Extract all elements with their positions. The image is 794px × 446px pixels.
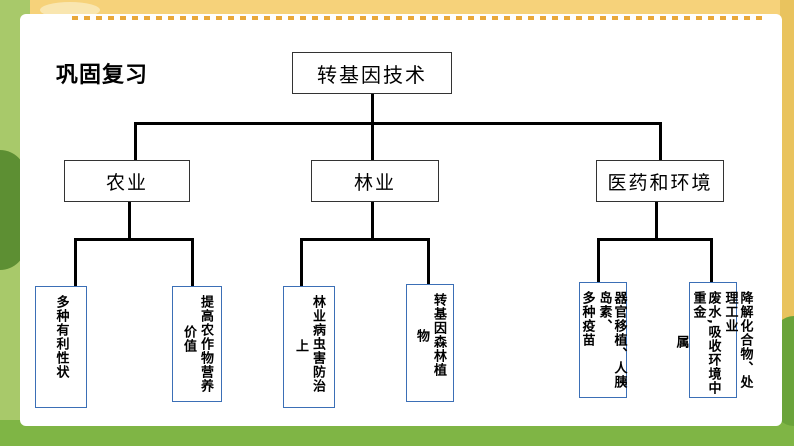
connector-to-agriculture <box>134 122 137 162</box>
leaf-text-line: 物 <box>414 329 429 343</box>
leaf-text-line: 器官移植、人胰岛素、 <box>596 291 627 389</box>
leaf-text-line: 废水,吸收环境中重金 <box>690 291 721 395</box>
branch-node-agriculture: 农业 <box>64 160 190 202</box>
connector-med-leaf-2 <box>710 238 713 284</box>
connector-root-down <box>371 92 374 124</box>
leaf-agriculture-1: 多种有利性状 <box>35 286 87 408</box>
branch-node-medicine-environment: 医药和环境 <box>596 160 724 202</box>
connector-agriculture-horizontal <box>74 238 194 241</box>
connector-medicine-down <box>655 200 658 240</box>
connector-forest-leaf-2 <box>427 238 430 288</box>
connector-to-medicine <box>659 122 662 160</box>
connector-agri-leaf-1 <box>74 238 77 288</box>
connector-forestry-horizontal <box>300 238 430 241</box>
leaf-text-line: 属 <box>673 335 689 349</box>
leaf-text-line: 降解化合物、处理工业 <box>722 291 753 389</box>
connector-med-leaf-1 <box>597 238 600 284</box>
leaf-text-line: 上 <box>293 339 308 353</box>
connector-to-forestry <box>371 122 374 160</box>
leaf-text-line: 价值 <box>181 325 196 353</box>
leaf-text-line: 多种有利性状 <box>53 295 69 379</box>
slide-title: 巩固复习 <box>56 63 149 88</box>
branch-node-forestry: 林业 <box>311 160 439 202</box>
leaf-text-line: 多种疫苗 <box>579 291 595 347</box>
connector-agriculture-down <box>128 200 131 240</box>
connector-agri-leaf-2 <box>191 238 194 288</box>
leaf-forestry-1: 林业病虫害防治 上 <box>283 286 335 408</box>
leaf-text-line: 转基因森林植 <box>431 293 446 377</box>
leaf-medicine-1: 器官移植、人胰岛素、 多种疫苗 <box>579 282 627 398</box>
connector-medicine-horizontal <box>597 238 713 241</box>
leaf-forestry-2: 转基因森林植 物 <box>406 284 454 402</box>
leaf-agriculture-2: 提高农作物营养 价值 <box>172 286 222 402</box>
leaf-text-line: 提高农作物营养 <box>198 295 213 393</box>
root-node: 转基因技术 <box>292 52 452 94</box>
leaf-text-line: 林业病虫害防治 <box>310 295 325 393</box>
leaf-medicine-2: 降解化合物、处理工业 废水,吸收环境中重金 属 <box>674 282 753 398</box>
connector-forestry-down <box>371 200 374 240</box>
connector-level1-horizontal <box>134 122 662 125</box>
dashed-border-decoration <box>72 16 762 20</box>
connector-forest-leaf-1 <box>300 238 303 288</box>
